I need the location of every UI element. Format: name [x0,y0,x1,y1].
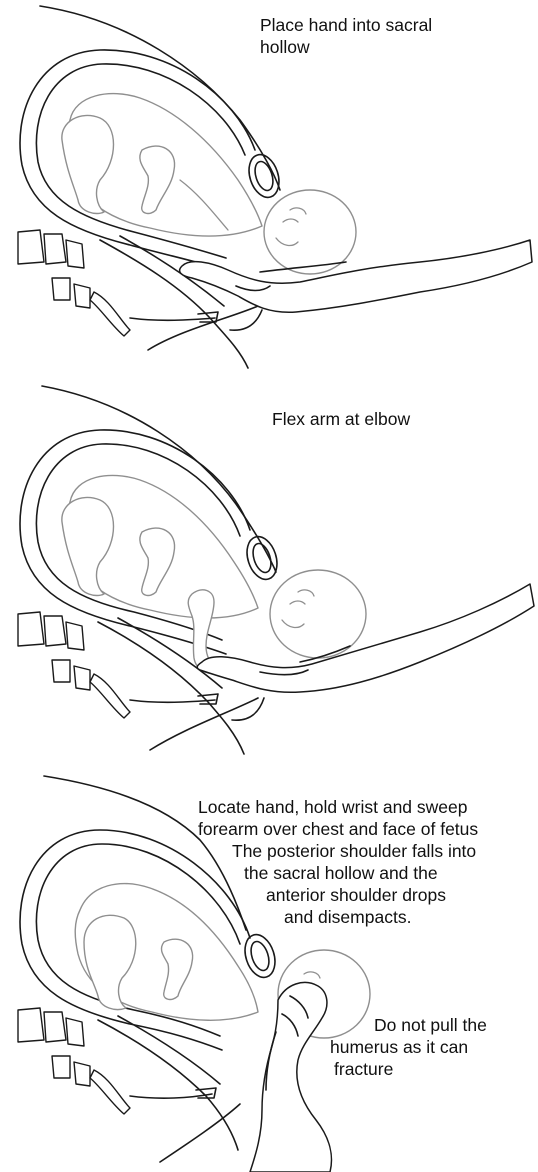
fetus [62,475,366,673]
pubic-symphysis-inner [248,939,272,972]
caption-line: The posterior shoulder falls into [198,840,478,862]
note-line: fracture [330,1058,487,1080]
step-3-panel: Locate hand, hold wrist and sweep forear… [0,770,538,1172]
sacrum-spine [18,230,218,336]
caption-line: the sacral hollow and the [198,862,478,884]
step-3-caption: Locate hand, hold wrist and sweep forear… [198,796,478,928]
caption-line: anterior shoulder drops [198,884,478,906]
caption-line: Locate hand, hold wrist and sweep [198,796,478,818]
pubic-symphysis-inner [252,159,276,192]
pubic-symphysis [240,931,280,981]
step-1-panel: Place hand into sacral hollow [0,0,538,380]
step-2-caption: Flex arm at elbow [272,408,410,430]
pubic-symphysis [242,533,282,583]
caption-line: Flex arm at elbow [272,408,410,430]
fetus [62,94,356,274]
pubic-symphysis [244,151,284,201]
operator-hand [180,240,532,312]
birth-canal [98,1020,238,1150]
caption-line: Place hand into sacral [260,14,432,36]
step-3-warning-note: Do not pull the humerus as it can fractu… [330,1014,487,1080]
step-2-illustration [0,380,538,770]
note-line: Do not pull the [330,1014,487,1036]
caption-line: hollow [260,36,432,58]
caption-line: forearm over chest and face of fetus [198,818,478,840]
birth-canal [100,240,248,368]
step-2-panel: Flex arm at elbow [0,380,538,770]
operator-hand [250,982,331,1172]
step-1-caption: Place hand into sacral hollow [260,14,432,58]
note-line: humerus as it can [330,1036,487,1058]
caption-line: and disempacts. [198,906,478,928]
